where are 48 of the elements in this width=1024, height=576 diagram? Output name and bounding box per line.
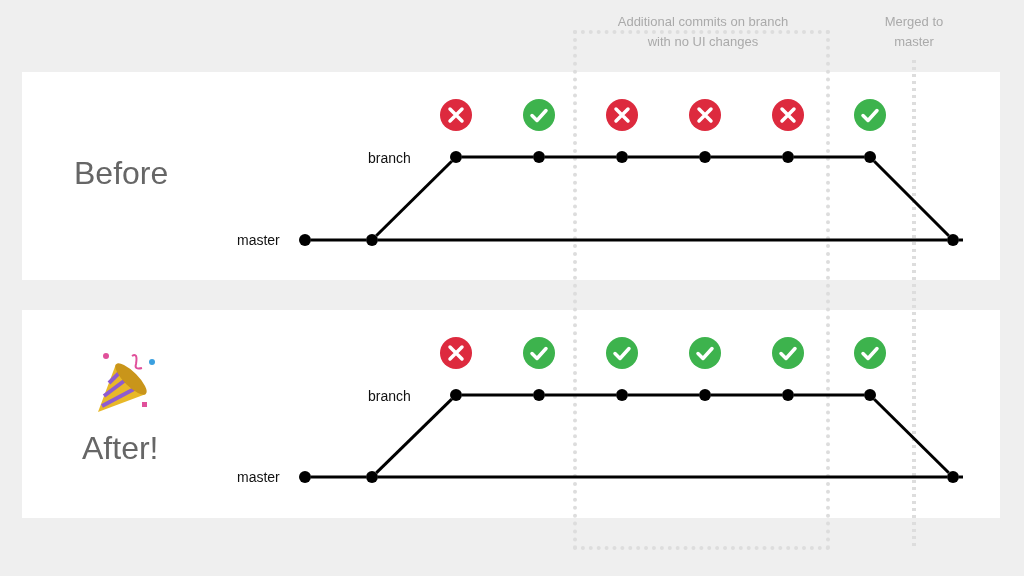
commit-dot [366, 234, 378, 246]
commit-dot [864, 389, 876, 401]
annotation-heading: Additional commits on branch with no UI changes [616, 13, 790, 51]
commit-dot [533, 151, 545, 163]
commit-dot [616, 389, 628, 401]
branch-line [628, 155, 699, 159]
branch-line [873, 160, 950, 237]
commit-dot [616, 151, 628, 163]
branch-line [545, 393, 616, 397]
commit-dot [782, 151, 794, 163]
branch-line [375, 398, 453, 474]
branch-label: master [237, 469, 280, 485]
commit-dot [299, 234, 311, 246]
commit-dot [366, 471, 378, 483]
commit-dot [450, 389, 462, 401]
panel [22, 72, 1000, 280]
annotation-heading: Merged to master [883, 13, 945, 51]
branch-line [873, 398, 950, 474]
panel [22, 310, 1000, 518]
commit-dot [450, 151, 462, 163]
commit-dot [699, 151, 711, 163]
panel-title: Before [74, 155, 169, 192]
commit-dot [533, 389, 545, 401]
commit-dot [947, 471, 959, 483]
commit-dot [299, 471, 311, 483]
commit-dot [864, 151, 876, 163]
commit-dot [782, 389, 794, 401]
branch-label: branch [368, 150, 411, 166]
commit-dot [947, 234, 959, 246]
branch-line [711, 393, 782, 397]
branch-line [959, 238, 963, 242]
branch-line [711, 155, 782, 159]
branch-line [794, 393, 864, 397]
branch-label: master [237, 232, 280, 248]
branch-line [545, 155, 616, 159]
branch-line [959, 475, 963, 479]
branch-line [378, 475, 947, 479]
branch-line [311, 238, 366, 242]
branch-line [311, 475, 366, 479]
branch-line [794, 155, 864, 159]
branch-line [462, 393, 533, 397]
commit-dot [699, 389, 711, 401]
branch-line [378, 238, 947, 242]
panel-title: After! [82, 430, 159, 467]
branch-line [462, 155, 533, 159]
branch-line [375, 160, 453, 237]
branch-line [628, 393, 699, 397]
branch-label: branch [368, 388, 411, 404]
